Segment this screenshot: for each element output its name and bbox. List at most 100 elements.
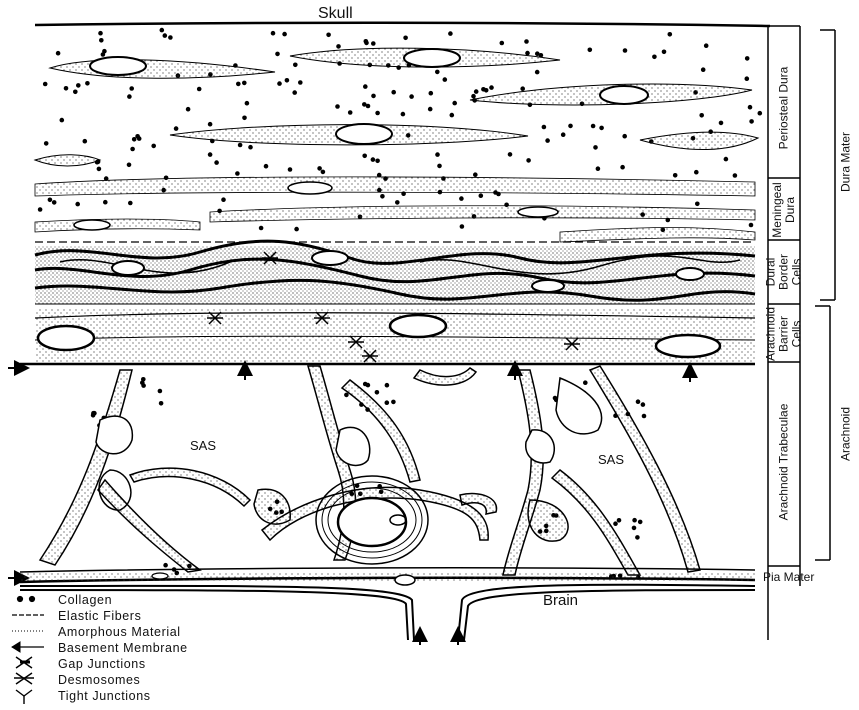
legend-item-basement-membrane: Basement Membrane <box>8 640 308 656</box>
collagen-dot <box>85 81 90 86</box>
cell-nucleus <box>600 86 648 104</box>
collagen-dot <box>282 32 287 37</box>
collagen-dot <box>60 118 65 123</box>
collagen-dot <box>428 107 433 112</box>
legend-label: Tight Junctions <box>58 688 151 704</box>
collagen-dot <box>668 32 673 37</box>
collagen-dot <box>64 86 69 91</box>
collagen-dot <box>701 67 706 72</box>
fibroblast-cell <box>35 155 100 166</box>
collagen-dot <box>588 48 593 53</box>
legend-label: Basement Membrane <box>58 640 188 656</box>
collagen-dot <box>452 101 457 106</box>
collagen-dot <box>719 121 724 126</box>
arachnoid-trabeculae-label: Arachnoid Trabeculae <box>778 404 791 521</box>
collagen-dot <box>362 154 367 159</box>
collagen-dot <box>409 94 414 99</box>
collagen-dot <box>245 101 250 106</box>
collagen-dot <box>460 224 465 229</box>
collagen-dot <box>127 94 132 99</box>
collagen-dot <box>56 51 61 56</box>
arachnoid-barrier-cell-layer <box>20 308 755 364</box>
collagen-dot <box>73 90 78 95</box>
collagen-dot <box>641 402 646 407</box>
collagen-dot <box>642 414 647 419</box>
collagen-dot <box>288 167 293 172</box>
collagen-dot <box>102 49 107 54</box>
legend-item-amorphous-material: Amorphous Material <box>8 624 308 640</box>
collagen-dot <box>401 112 406 117</box>
collagen-dot <box>632 518 637 523</box>
collagen-dot <box>545 138 550 143</box>
collagen-dot <box>403 36 408 41</box>
collagen-dot <box>75 202 80 207</box>
collagen-dot <box>371 157 376 162</box>
collagen-dot <box>380 194 385 199</box>
collagen-dot <box>542 125 547 130</box>
collagen-dot <box>591 124 596 129</box>
collagen-dot <box>221 197 226 202</box>
collagen-dot <box>48 198 53 203</box>
skull-surface <box>35 23 770 26</box>
collagen-dot <box>335 104 340 109</box>
collagen-dot <box>526 158 531 163</box>
cell-nucleus <box>336 124 392 144</box>
collagen-dot <box>103 200 108 205</box>
collagen-dot <box>76 83 81 88</box>
cell-nucleus <box>404 49 460 67</box>
collagen-dot <box>259 226 264 231</box>
collagen-dot <box>344 393 349 398</box>
collagen-dot <box>293 63 298 68</box>
sas-left-label: SAS <box>190 438 216 453</box>
collagen-dot <box>596 166 601 171</box>
legend-item-desmosomes: Desmosomes <box>8 672 308 688</box>
collagen-dot <box>264 164 269 169</box>
meningeal-dura-label: Meningeal Dura <box>771 182 797 237</box>
collagen-dot <box>208 122 213 127</box>
collagen-dot <box>599 126 604 131</box>
collagen-dot <box>437 164 442 169</box>
collagen-dot <box>617 518 622 523</box>
collagen-dot <box>174 126 179 131</box>
collagen-dot <box>130 147 135 152</box>
collagen-dot <box>749 223 754 228</box>
collagen-dot <box>135 134 140 139</box>
legend-label: Elastic Fibers <box>58 608 141 624</box>
collagen-dot <box>673 173 678 178</box>
sas-right-label: SAS <box>598 452 624 467</box>
cell-nucleus <box>390 315 446 337</box>
collagen-dot <box>620 165 625 170</box>
collagen-dot <box>151 144 156 149</box>
collagen-dot <box>141 377 146 382</box>
dural-border-cell-layer <box>35 241 755 304</box>
collagen-dot <box>508 152 513 157</box>
collagen-dot <box>435 70 440 75</box>
cell-nucleus <box>90 57 146 75</box>
collagen-dot <box>364 41 369 46</box>
collagen-dot <box>699 113 704 118</box>
collagen-dot <box>429 91 434 96</box>
collagen-dot <box>489 85 494 90</box>
pia-mater-label: Pia Mater <box>763 570 814 584</box>
dura-mater-label: Dura Mater <box>840 132 853 192</box>
collagen-dot <box>91 413 96 418</box>
collagen-dot <box>652 55 657 60</box>
collagen-dot <box>98 31 103 36</box>
collagen-dot <box>242 116 247 121</box>
collagen-dot <box>285 78 290 83</box>
meningeal-dura-layer <box>35 177 755 242</box>
collagen-dot <box>385 383 390 388</box>
periosteal-dura-label: Periosteal Dura <box>778 67 791 150</box>
collagen-dot <box>52 200 57 205</box>
cell-nucleus <box>288 182 332 194</box>
collagen-dot <box>704 43 709 48</box>
collagen-dot <box>294 227 299 232</box>
collagen-dot <box>363 84 368 89</box>
collagen-dot <box>168 35 173 40</box>
collagen-dot <box>385 400 390 405</box>
collagen-dot <box>43 82 48 87</box>
legend-label: Collagen <box>58 592 112 608</box>
collagen-dot <box>158 389 163 394</box>
collagen-dot <box>99 38 104 43</box>
collagen-dot <box>622 134 627 139</box>
